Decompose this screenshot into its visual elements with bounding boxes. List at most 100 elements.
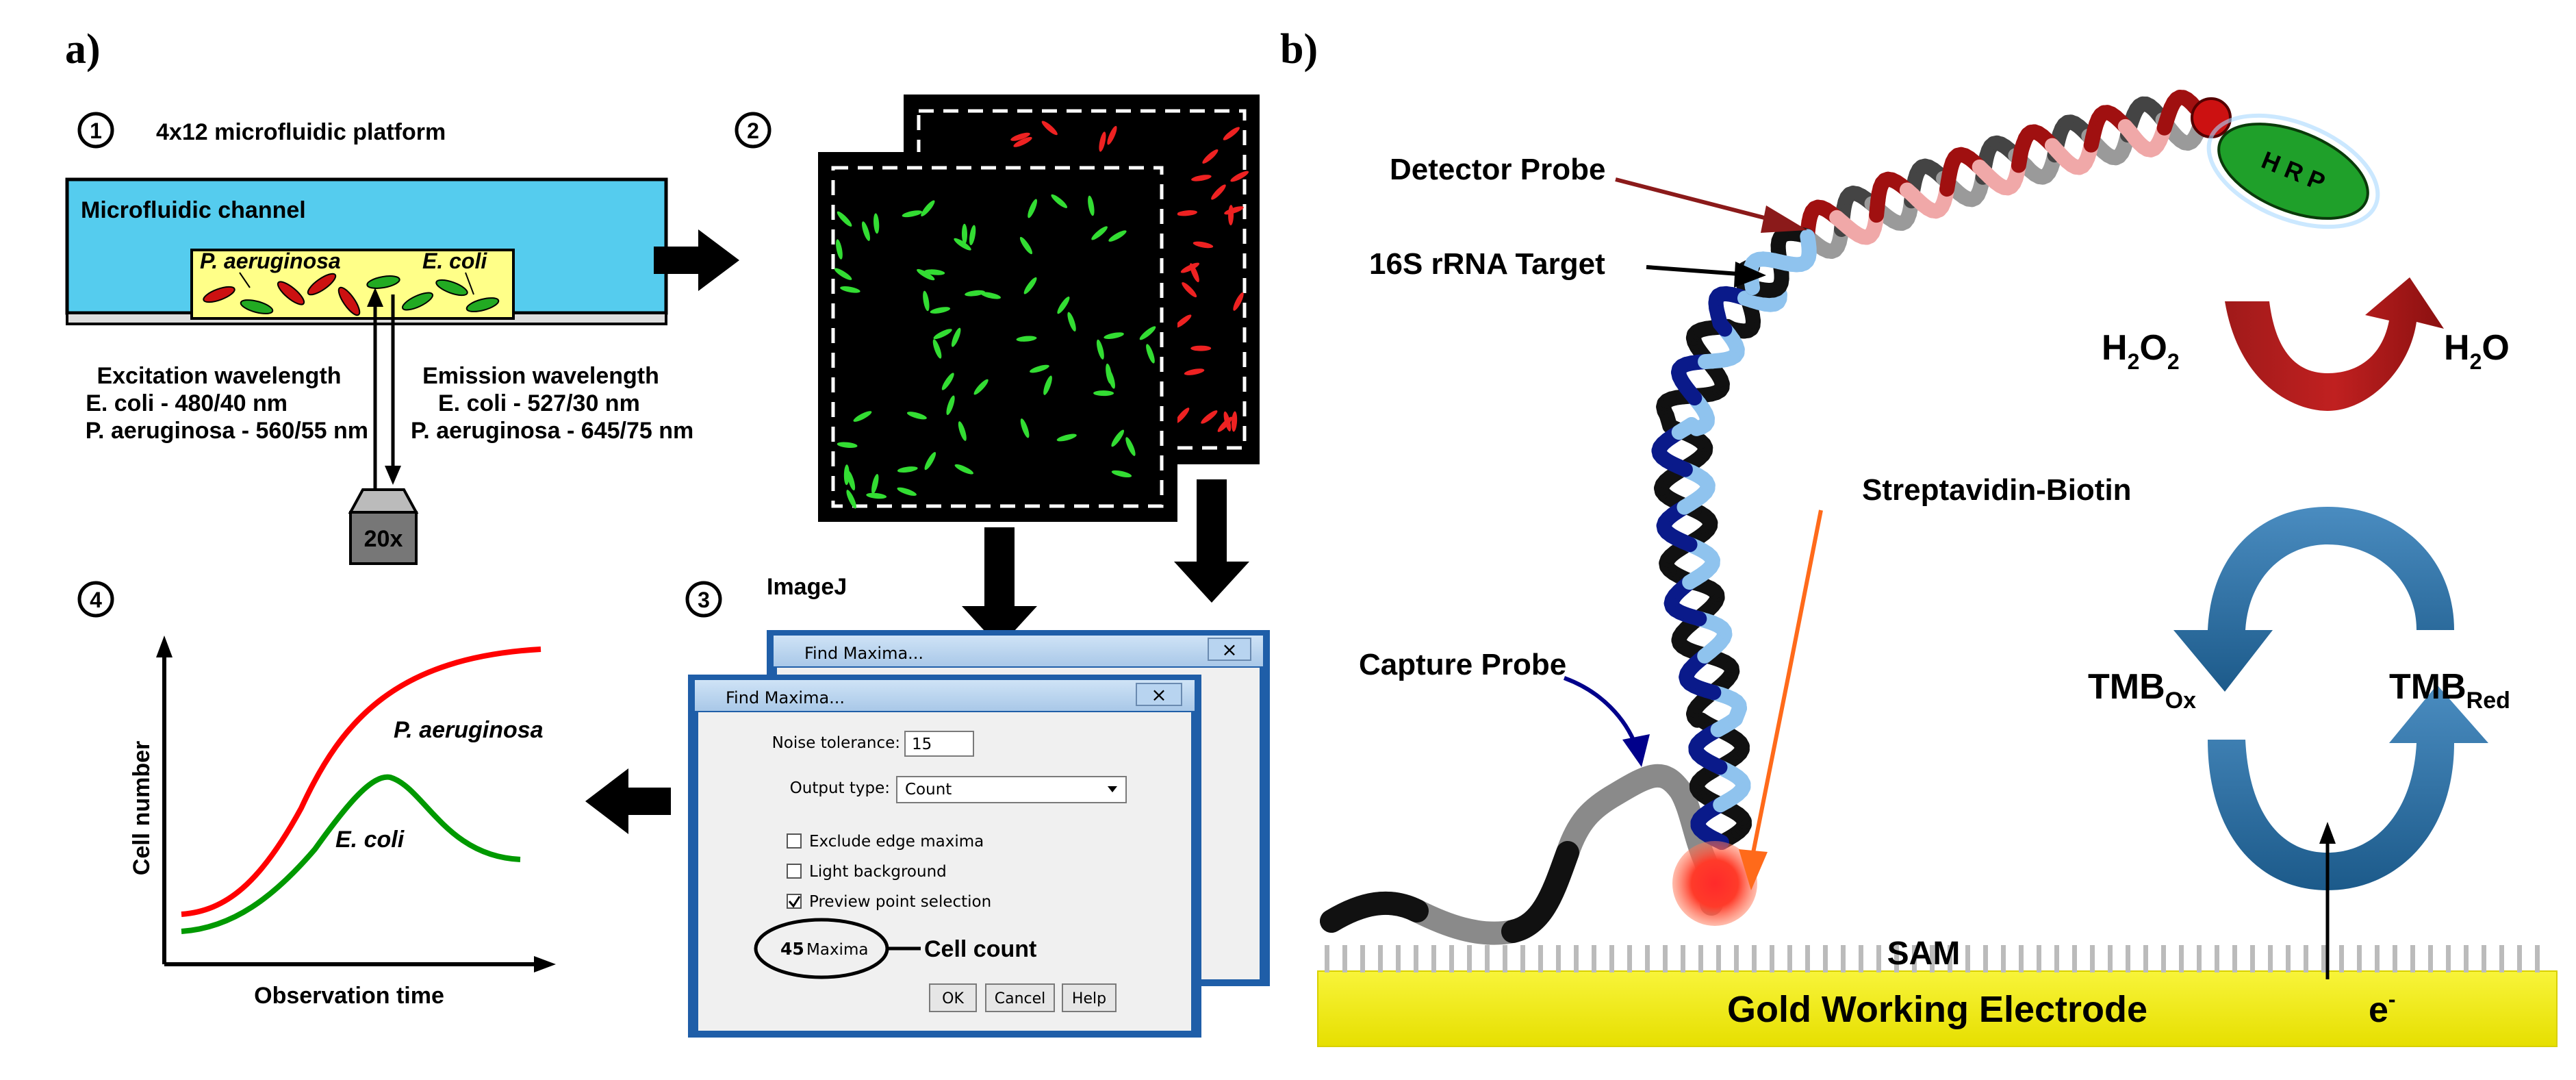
step-2-number: 2 xyxy=(747,118,759,143)
cell-count-label: Cell count xyxy=(924,936,1036,962)
emission-ec: E. coli - 527/30 nm xyxy=(438,390,640,416)
checkbox-preview-point[interactable]: Preview point selection xyxy=(787,893,991,911)
sam-molecule xyxy=(1414,945,1418,972)
sam-molecule xyxy=(1538,945,1543,972)
green-cell xyxy=(897,466,918,473)
excitation-ec: E. coli - 480/40 nm xyxy=(86,390,288,416)
green-cell xyxy=(954,464,974,475)
sam-molecule xyxy=(2268,945,2273,972)
back-window-close[interactable] xyxy=(1208,638,1251,661)
streptavidin-arrowhead xyxy=(1739,849,1768,890)
green-cell xyxy=(866,492,887,499)
cell-ec xyxy=(366,275,400,289)
green-cell xyxy=(1057,297,1070,314)
sam-molecule xyxy=(2072,945,2077,972)
back-window-title: Find Maxima... xyxy=(804,644,923,663)
sam-molecule xyxy=(2304,945,2308,972)
green-cell xyxy=(961,223,967,244)
red-cell xyxy=(1099,131,1106,152)
ok-button[interactable] xyxy=(929,983,977,1012)
sam-molecule xyxy=(2197,945,2202,972)
excitation-pa: P. aeruginosa - 560/55 nm xyxy=(86,418,368,444)
excitation-title: Excitation wavelength xyxy=(97,363,341,389)
sam-molecule xyxy=(1912,945,1917,972)
streptavidin-pointer xyxy=(1750,510,1823,857)
green-cell xyxy=(871,474,879,494)
output-type-value: Count xyxy=(905,781,952,799)
checkbox-light-background-label: Light background xyxy=(809,863,947,881)
sam-molecule xyxy=(2179,945,2184,972)
front-window-close[interactable] xyxy=(1136,683,1182,706)
cell-ec xyxy=(466,297,500,312)
sam-molecule xyxy=(1574,945,1579,972)
maxima-word: Maxima xyxy=(806,941,868,959)
sam-molecule xyxy=(1449,945,1454,972)
checkbox-exclude-edge-label: Exclude edge maxima xyxy=(809,833,984,851)
sam-molecule xyxy=(1734,945,1739,972)
detector-helix xyxy=(1800,90,2207,259)
sam-molecule xyxy=(2054,945,2059,972)
red-cell xyxy=(1190,345,1212,351)
sam-molecule xyxy=(1805,945,1810,972)
output-type-label: Output type: xyxy=(790,779,890,797)
sam-molecule xyxy=(2321,945,2326,972)
step-3-circle xyxy=(685,581,722,618)
green-cell xyxy=(1125,437,1136,456)
leader-ec xyxy=(465,272,474,295)
hrp-link xyxy=(2191,97,2232,138)
hrp-glow xyxy=(2206,113,2380,229)
back-window-titlebar xyxy=(774,636,1263,666)
green-cell xyxy=(1067,312,1076,332)
checkbox-exclude-edge[interactable]: Exclude edge maxima xyxy=(787,833,984,851)
red-cell xyxy=(1184,368,1205,375)
sam-molecule xyxy=(1983,945,1988,972)
front-window-close-icon: × xyxy=(1151,683,1166,706)
tmb-arrow-bottom xyxy=(2208,685,2488,890)
sam-molecule xyxy=(1609,945,1614,972)
green-cell xyxy=(951,327,961,347)
arrow-1-to-2 xyxy=(654,229,739,291)
upper-target-helix xyxy=(1743,225,1817,299)
green-cell xyxy=(924,451,936,470)
checkbox-light-background[interactable]: Light background xyxy=(787,863,947,881)
green-cell xyxy=(1108,230,1127,242)
sam-molecule xyxy=(1965,945,1970,972)
green-cell xyxy=(897,487,917,496)
h2o-label: H2O xyxy=(2444,328,2510,374)
h2o2-conversion-arrow xyxy=(2225,277,2444,411)
sam-molecule xyxy=(1431,945,1436,972)
output-type-select[interactable] xyxy=(896,776,1127,803)
checkbox-exclude-edge-box[interactable] xyxy=(787,833,802,849)
green-cell xyxy=(846,490,856,509)
red-cell xyxy=(1233,292,1244,311)
maxima-count: 45 xyxy=(780,939,804,959)
hrp-enzyme xyxy=(2217,123,2369,220)
sam-molecule xyxy=(1841,945,1846,972)
tmb-arrow-top xyxy=(2173,507,2454,692)
target-tail-black xyxy=(1320,891,1429,933)
capture-helix xyxy=(1651,260,1787,850)
green-cell xyxy=(1016,336,1037,342)
checkbox-light-background-box[interactable] xyxy=(787,864,802,879)
cancel-button[interactable] xyxy=(985,983,1055,1012)
red-cell xyxy=(1177,210,1197,216)
green-cell xyxy=(921,200,935,216)
panel-b: b) Gold Working Electrode SAM H R P Dete… xyxy=(1280,26,2558,1047)
noise-tolerance-input[interactable] xyxy=(904,731,974,757)
green-cell xyxy=(958,421,967,441)
sam-molecule xyxy=(1823,945,1828,972)
step-3-number: 3 xyxy=(698,588,710,612)
sam-molecule xyxy=(1556,945,1561,972)
sam-molecule xyxy=(1930,945,1935,972)
red-cell xyxy=(1202,149,1219,164)
series-pa-label: P. aeruginosa xyxy=(394,717,544,743)
green-cell xyxy=(954,238,971,251)
help-button[interactable] xyxy=(1062,983,1117,1012)
species-ec-label: E. coli xyxy=(422,249,487,273)
sam-molecule xyxy=(1752,945,1757,972)
target-tail-black-2 xyxy=(1501,841,1579,943)
cell-pa xyxy=(337,286,361,316)
streptavidin-biotin-bead xyxy=(1672,841,1757,926)
helix-strand xyxy=(1800,229,1816,251)
cell-ec xyxy=(401,292,434,311)
